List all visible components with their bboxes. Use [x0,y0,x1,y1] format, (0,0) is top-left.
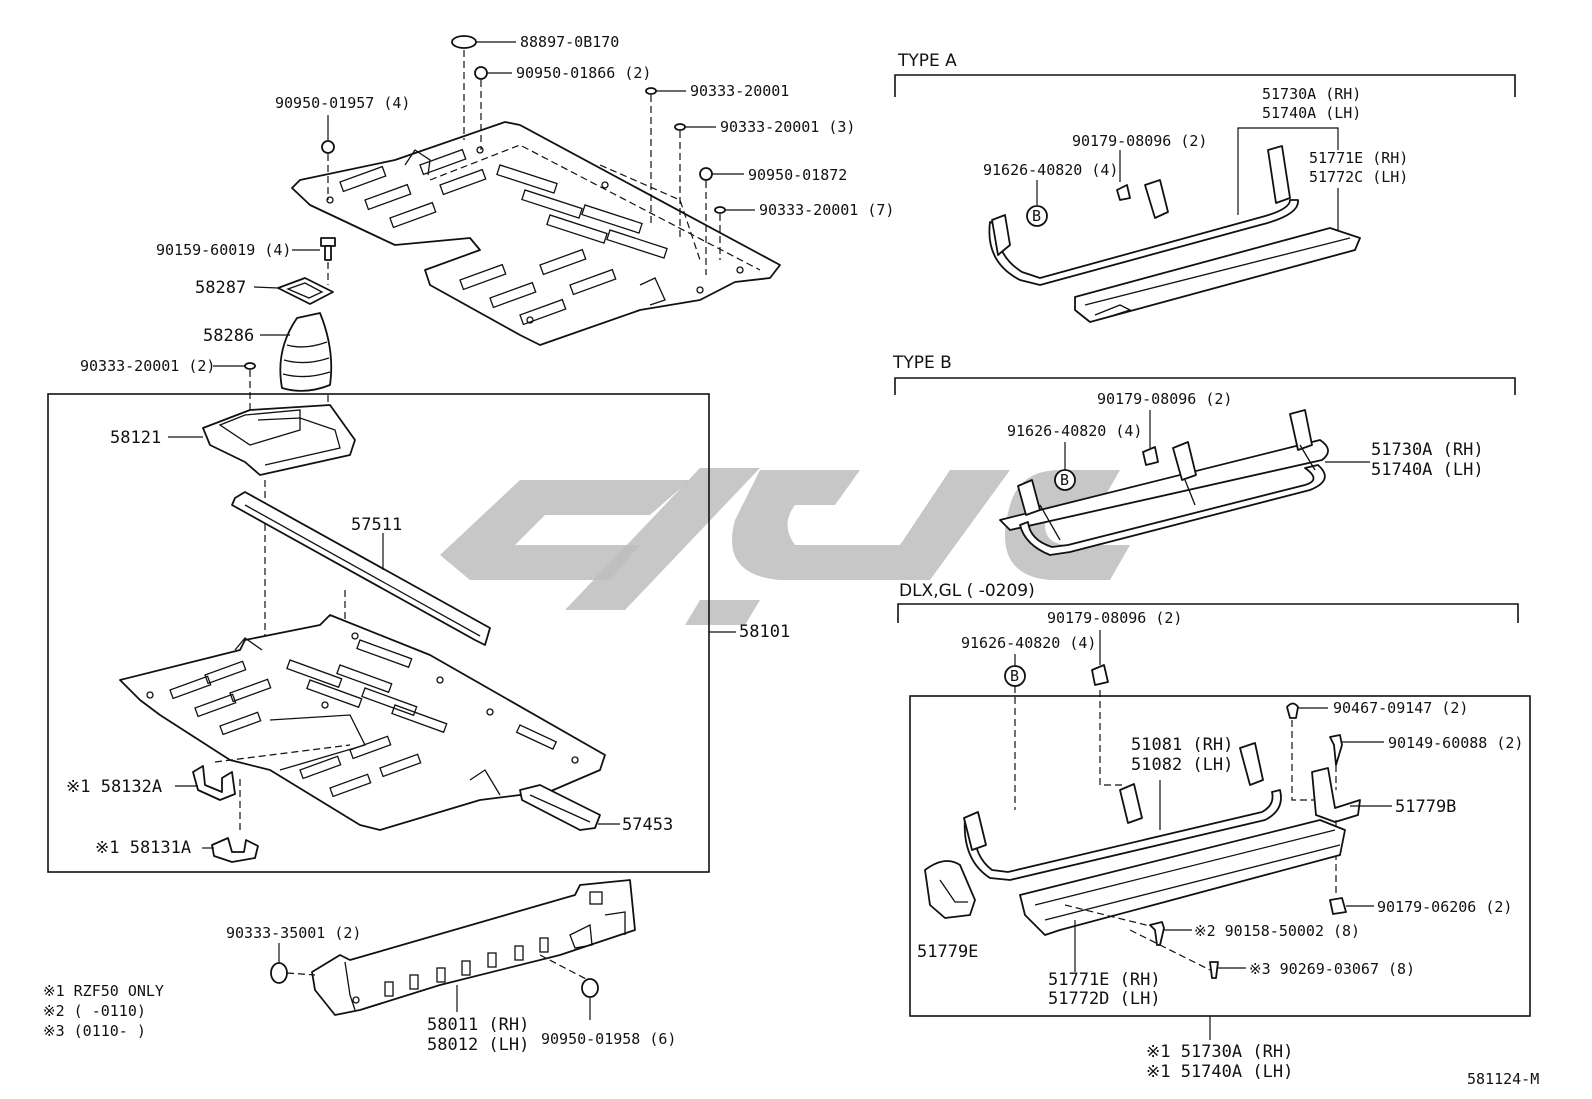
marker-b-b-text: B [1060,471,1069,489]
label-57453: 57453 [622,815,673,835]
label-88897-0B170: 88897-0B170 [520,33,619,51]
marker-d-b-text: B [1010,667,1019,685]
labels-left: 88897-0B170 90950-01866 (2) 90333-20001 … [43,33,894,1055]
note-1: ※1 RZF50 ONLY [43,982,164,1000]
label-90950-01866: 90950-01866 (2) [516,64,651,82]
part-57511 [231,491,491,646]
screw-90269-03067 [1209,961,1219,979]
dlx-assembly-box [909,695,1531,1017]
label-58132A: ※1 58132A [66,777,162,797]
plug-88897-0B170 [451,35,477,49]
note-3: ※3 (0110- ) [43,1022,146,1040]
bracket-58131a [202,775,259,863]
label-90333-20001-2: 90333-20001 (2) [80,357,215,375]
marker-b-b [1054,469,1076,491]
label-a-51740A: 51740A (LH) [1262,104,1361,122]
bolt-90149-60088 [1329,734,1343,766]
dlx-parts [924,686,1392,979]
shift-boot-parts [213,277,334,418]
note-2: ※2 ( -0110) [43,1002,146,1020]
label-d-51771E: 51771E (RH) [1048,970,1161,990]
label-d-51772D: 51772D (LH) [1048,989,1161,1009]
label-90950-01872: 90950-01872 [748,166,847,184]
nut-90179-06206 [1329,897,1347,915]
label-58101: 58101 [739,622,790,642]
dlx-title: DLX,GL ( -0209) [899,581,1035,601]
figure-id: 581124-M [1467,1070,1539,1088]
clip-90467-09147 [1286,702,1299,719]
label-d-51740A: ※1 51740A (LH) [1146,1062,1293,1082]
label-b-91626-40820: 91626-40820 (4) [1007,422,1142,440]
label-58012: 58012 (LH) [427,1035,529,1055]
rocker-panel-58011 [270,879,636,1020]
label-58287: 58287 [195,278,246,298]
section-type-b: TYPE B 90179-08096 (2) 91626-40820 (4) B… [892,353,1516,556]
label-90333-35001: 90333-35001 (2) [226,924,361,942]
type-b-title: TYPE B [892,353,952,373]
label-a-51730A: 51730A (RH) [1262,85,1361,103]
nut-a [1116,184,1131,201]
boot-58286 [279,312,333,392]
upper-floor-panel [291,121,781,346]
label-d-51082: 51082 (LH) [1131,755,1233,775]
label-d-51081: 51081 (RH) [1131,735,1233,755]
label-90159-60019: 90159-60019 (4) [156,241,291,259]
label-90333-20001-7: 90333-20001 (7) [759,201,894,219]
label-b-90179-08096: 90179-08096 (2) [1097,390,1232,408]
label-d-51730A: ※1 51730A (RH) [1146,1042,1293,1062]
part-57453 [519,784,620,831]
label-d-90179-08096: 90179-08096 (2) [1047,609,1182,627]
label-b-51740A: 51740A (LH) [1371,460,1484,480]
section-dlx-gl: DLX,GL ( -0209) 90179-08096 (2) 91626-40… [897,581,1519,687]
label-d-90158-50002: ※2 90158-50002 (8) [1194,922,1360,940]
label-58121: 58121 [110,428,161,448]
label-a-51771E: 51771E (RH) [1309,149,1408,167]
label-d-91626-40820: 91626-40820 (4) [961,634,1096,652]
plate-58287 [277,277,334,305]
step-rail-a [988,199,1299,286]
marker-a-b-text: B [1032,207,1041,225]
clip-90950-01872 [699,167,713,181]
bracket-58132a [175,744,351,801]
label-d-90179-06206: 90179-06206 (2) [1377,898,1512,916]
label-57511: 57511 [351,515,402,535]
label-58131A: ※1 58131A [95,838,191,858]
type-a-title: TYPE A [897,51,957,71]
rail-b-top [999,439,1329,531]
label-a-90179-08096: 90179-08096 (2) [1072,132,1207,150]
label-d-90149-60088: 90149-60088 (2) [1388,734,1523,752]
fastener-group-top [292,35,755,285]
label-58286: 58286 [203,326,254,346]
bolt-90159-60019 [320,237,336,261]
label-90950-01957: 90950-01957 (4) [275,94,410,112]
label-58011: 58011 (RH) [427,1015,529,1035]
bracket-51779B [1311,767,1361,823]
label-a-51772C: 51772C (LH) [1309,168,1408,186]
clip-90950-01958 [581,978,599,998]
section-type-a: TYPE A 51730A (RH) 51740A (LH) 90179-080… [894,51,1516,323]
clip-90950-01866 [474,66,488,80]
part-58121 [168,404,356,476]
step-board-51771E [1074,227,1361,323]
label-d-51779B: 51779B [1395,797,1456,817]
label-90333-20001: 90333-20001 [690,82,789,100]
cover-51779E [924,860,976,919]
rail-b-bottom [1019,464,1326,556]
label-90333-20001-3: 90333-20001 (3) [720,118,855,136]
labels-dlx: 90467-09147 (2) 90149-60088 (2) 51081 (R… [917,699,1523,1082]
clip-90950-01957 [321,140,335,154]
step-rail-51081 [963,789,1282,881]
label-d-90467-09147: 90467-09147 (2) [1333,699,1468,717]
label-90950-01958: 90950-01958 (6) [541,1030,676,1048]
label-a-91626-40820: 91626-40820 (4) [983,161,1118,179]
label-d-51779E: 51779E [917,942,978,962]
assembly-box-58101 [47,393,710,873]
plug-90333-35001 [270,962,288,984]
label-d-90269-03067: ※3 90269-03067 (8) [1249,960,1415,978]
marker-a-b [1026,205,1048,227]
label-b-51730A: 51730A (RH) [1371,440,1484,460]
